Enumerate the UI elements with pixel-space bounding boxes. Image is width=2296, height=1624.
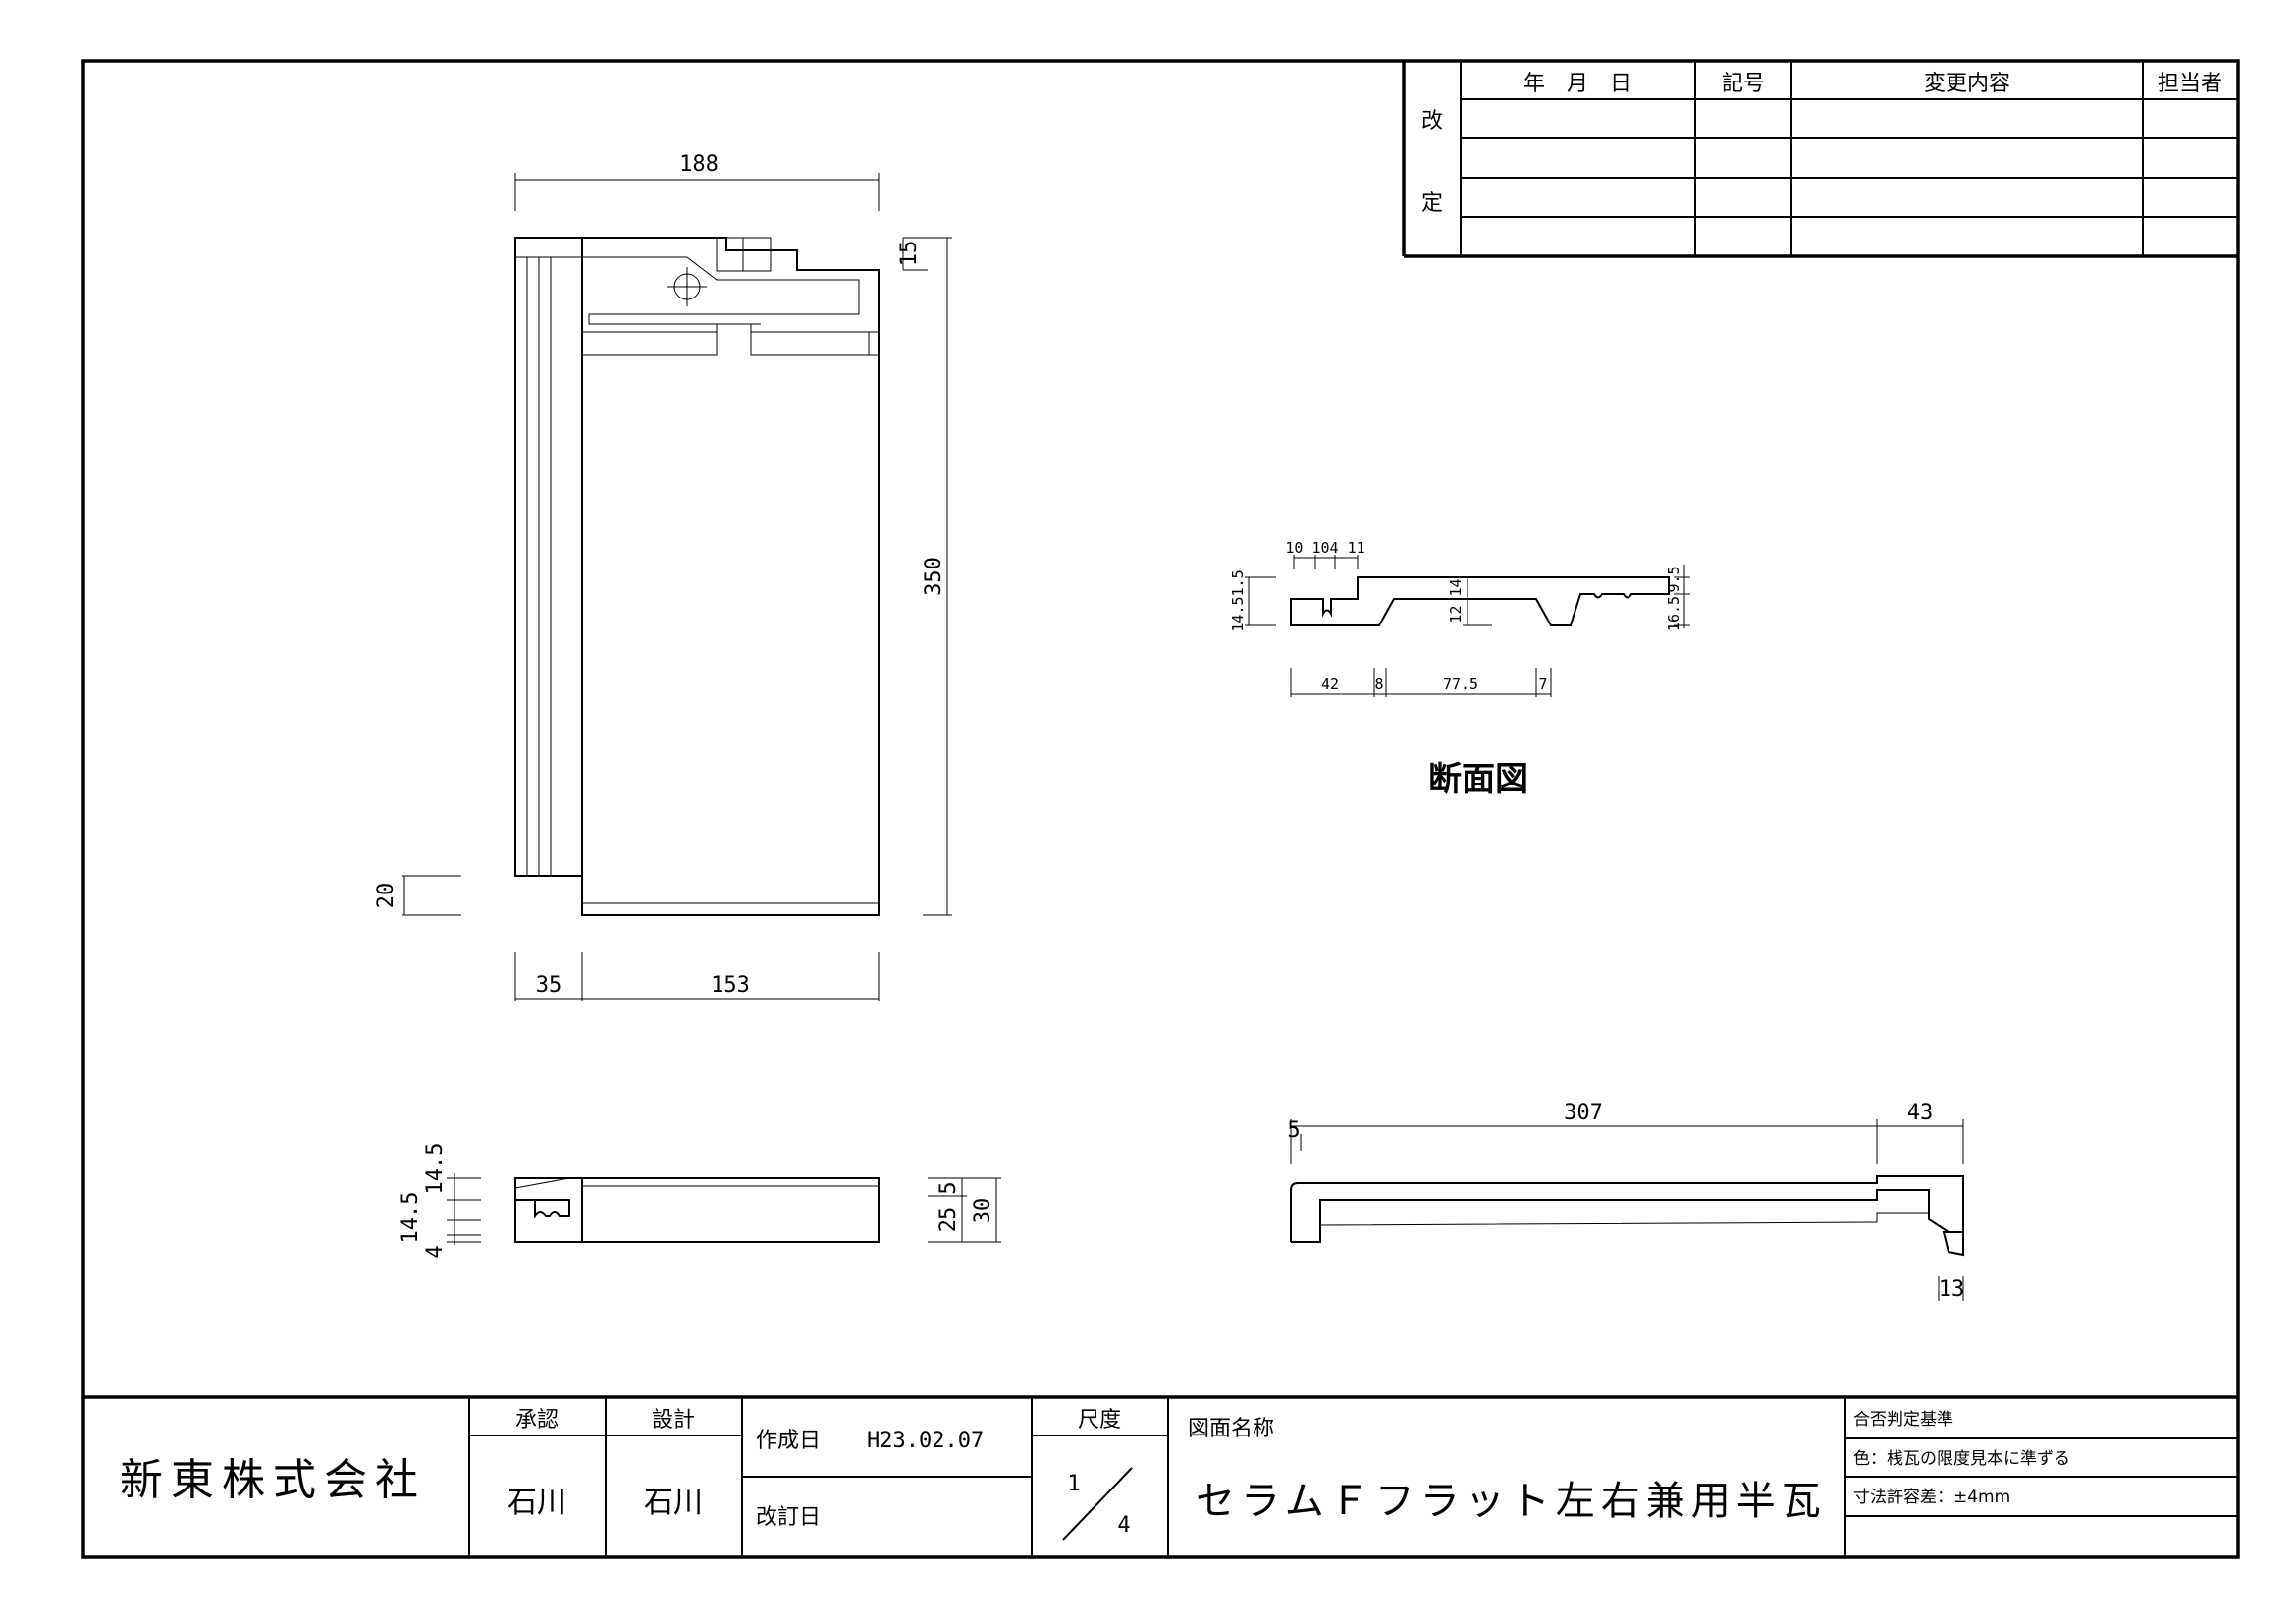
- scale-slash: [1062, 1467, 1133, 1541]
- revision-header-person: 担当者: [2158, 72, 2222, 96]
- section-dim-mid-height: 12 14: [1447, 578, 1465, 623]
- drawing-name: セラムＦフラット左右兼用半瓦: [1196, 1479, 1827, 1524]
- section-dim-left-height: 14.51.5: [1229, 569, 1247, 631]
- end-dim-14-5-b: 14.5: [399, 1192, 423, 1244]
- section-dim-bottom-7: 7: [1538, 676, 1547, 693]
- plan-view: 188 15 350 20 35 153: [374, 152, 952, 1001]
- approval-label: 承認: [515, 1408, 559, 1433]
- revision-side-label-top: 改: [1421, 109, 1443, 134]
- side-dim-5: 5: [1287, 1118, 1300, 1143]
- revision-header-symbol: 記号: [1722, 72, 1765, 96]
- criteria-label: 合否判定基準: [1853, 1410, 1953, 1430]
- section-caption: 断面図: [1428, 760, 1528, 799]
- sheet-frame: [81, 59, 2240, 1559]
- revision-header-date: 年 月 日: [1523, 72, 1631, 96]
- title-block: 新東株式会社 承認 石川 設計 石川 作成日 H23.02.07 改訂日 尺度 …: [83, 1395, 2238, 1557]
- side-dim-13: 13: [1939, 1277, 1965, 1302]
- section-dim-right-height: 16.5: [1665, 596, 1682, 631]
- side-dim-43: 43: [1907, 1101, 1934, 1125]
- criteria-color: 色：桟瓦の限度見本に準ずる: [1853, 1449, 2070, 1469]
- cross-section-view: 10 104 11 14.51.5 12 14 9.5 16.5 42 8 77…: [1229, 539, 1690, 799]
- company-name: 新東株式会社: [120, 1455, 426, 1505]
- end-view: 14.5 14.5 4 5 25 30: [399, 1143, 1001, 1259]
- end-dim-4: 4: [423, 1245, 448, 1258]
- section-dim-bottom-42: 42: [1321, 676, 1339, 693]
- dim-length: 350: [922, 557, 946, 596]
- scale-denominator: 4: [1117, 1513, 1130, 1538]
- end-dim-14-5-a: 14.5: [423, 1143, 448, 1195]
- design-name: 石川: [644, 1486, 703, 1520]
- section-dim-right-top: 9.5: [1665, 566, 1682, 592]
- dim-total-width: 188: [679, 152, 719, 177]
- scale-label: 尺度: [1078, 1408, 1121, 1433]
- revision-table: 改 定 年 月 日 記号 変更内容 担当者: [1402, 61, 2238, 258]
- end-dim-5: 5: [936, 1181, 961, 1194]
- revised-label: 改訂日: [756, 1505, 821, 1530]
- dim-left-part: 35: [536, 973, 562, 998]
- design-label: 設計: [652, 1408, 695, 1433]
- end-dim-25: 25: [936, 1207, 961, 1233]
- revision-side-label-bottom: 定: [1421, 191, 1443, 216]
- section-dim-bottom-775: 77.5: [1443, 676, 1478, 693]
- side-view: 5 307 43 13: [1287, 1101, 1964, 1302]
- dim-right-part: 153: [711, 973, 750, 998]
- side-dim-307: 307: [1564, 1101, 1603, 1125]
- revision-header-content: 変更内容: [1924, 72, 2010, 96]
- section-dim-top-small: 10 104 11: [1285, 539, 1364, 557]
- created-date: H23.02.07: [867, 1429, 984, 1453]
- dim-bottom-step: 20: [374, 883, 399, 909]
- criteria-tolerance: 寸法許容差：±4mm: [1853, 1488, 2010, 1507]
- scale-numerator: 1: [1067, 1472, 1080, 1496]
- dim-top-lug: 15: [897, 241, 922, 267]
- section-dim-bottom-8: 8: [1374, 676, 1383, 693]
- approval-name: 石川: [507, 1486, 566, 1520]
- created-label: 作成日: [756, 1429, 821, 1453]
- drawing-name-label: 図面名称: [1188, 1417, 1274, 1441]
- end-dim-30: 30: [971, 1198, 995, 1224]
